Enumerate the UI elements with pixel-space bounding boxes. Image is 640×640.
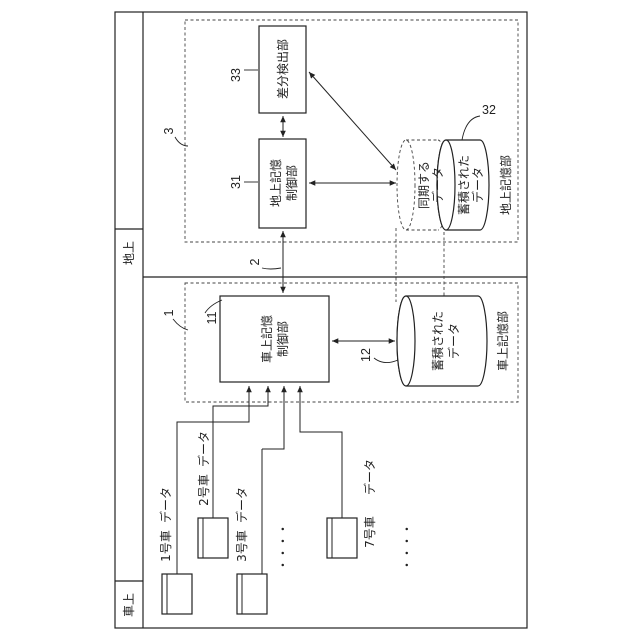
svg-text:33: 33 <box>229 68 243 82</box>
svg-text:・・・・: ・・・・ <box>276 523 290 571</box>
ground-storage-controller-label-line2: 制御部 <box>284 165 299 201</box>
svg-text:2: 2 <box>248 258 262 265</box>
ground-sync-data-label-line1: 同期する <box>417 161 431 209</box>
svg-text:・・・・: ・・・・ <box>400 523 414 571</box>
ground-sync-data-label-line2: データ <box>430 167 445 203</box>
svg-text:地上記憶: 地上記憶 <box>268 159 283 207</box>
onboard-stored-data-label-line2: データ <box>446 323 461 359</box>
svg-text:7号車: 7号車 <box>363 516 377 548</box>
svg-text:1: 1 <box>162 309 176 316</box>
onboard-stored-data-label-line1: 蓄積された <box>430 311 445 371</box>
svg-text:12: 12 <box>359 348 373 362</box>
svg-text:データ: データ <box>362 459 377 495</box>
svg-text:車上: 車上 <box>122 593 136 617</box>
onboard-storage-ref: 12 <box>359 348 373 362</box>
onboard-storage-leader <box>374 358 398 363</box>
svg-text:地上記憶部: 地上記憶部 <box>498 155 513 215</box>
svg-text:車上記憶: 車上記憶 <box>259 315 274 363</box>
svg-text:同期する: 同期する <box>417 161 431 209</box>
svg-text:データ: データ <box>234 487 249 523</box>
svg-text:3: 3 <box>162 127 176 134</box>
svg-text:データ: データ <box>446 323 461 359</box>
onboard-storage-controller-ref: 11 <box>205 311 219 324</box>
car-7-data-label: データ <box>362 459 377 495</box>
svg-text:データ: データ <box>470 167 485 203</box>
diff-detector-label: 差分検出部 <box>275 39 290 99</box>
ground-storage-controller-ref: 31 <box>229 175 243 189</box>
car-1-label: 1号車 <box>159 530 173 562</box>
onboard-storage-label: 車上記憶部 <box>495 311 510 371</box>
svg-text:車上記憶部: 車上記憶部 <box>495 311 510 371</box>
svg-text:11: 11 <box>205 311 219 324</box>
car-3-label: 3号車 <box>235 530 249 562</box>
svg-text:データ: データ <box>430 167 445 203</box>
svg-text:データ: データ <box>158 487 173 523</box>
ground-region-ref: 3 <box>162 127 176 134</box>
onboard-storage-controller-box <box>220 296 329 382</box>
svg-text:2号車: 2号車 <box>197 474 211 506</box>
onboard-region-ref: 1 <box>162 309 176 316</box>
car-2-label: 2号車 <box>197 474 211 506</box>
ground-region-leader <box>175 137 188 146</box>
svg-text:制御部: 制御部 <box>284 165 299 201</box>
ground-stored-data-label-line2: データ <box>470 167 485 203</box>
svg-text:制御部: 制御部 <box>275 321 290 357</box>
car-3-data-label: データ <box>234 487 249 523</box>
car-2-data-label: データ <box>196 431 211 467</box>
cars-ellipsis-right: ・・・・ <box>400 523 414 571</box>
onboard-section-label: 車上 <box>122 593 136 617</box>
onboard-storage-controller-label-line2: 制御部 <box>275 321 290 357</box>
svg-text:データ: データ <box>196 431 211 467</box>
ground-stored-data-label-line1: 蓄積された <box>456 155 471 215</box>
link-leader <box>262 268 281 269</box>
svg-text:差分検出部: 差分検出部 <box>275 39 290 99</box>
svg-text:蓄積された: 蓄積された <box>456 155 471 215</box>
ground-storage-label: 地上記憶部 <box>498 155 513 215</box>
ground-storage-ref: 32 <box>482 103 496 117</box>
svg-text:1号車: 1号車 <box>159 530 173 562</box>
ground-storage-leader <box>462 116 480 140</box>
arrow-car-7 <box>300 386 342 518</box>
car-1-data-label: データ <box>158 487 173 523</box>
diff-detector-ref: 33 <box>229 68 243 82</box>
svg-text:31: 31 <box>229 175 243 189</box>
onboard-storage-controller-label-line1: 車上記憶 <box>259 315 274 363</box>
onboard-region-leader <box>173 319 188 330</box>
svg-text:蓄積された: 蓄積された <box>430 311 445 371</box>
svg-text:地上: 地上 <box>122 241 136 265</box>
arrow-car-3 <box>262 386 284 449</box>
ground-section-label: 地上 <box>122 241 136 265</box>
ground-storage-controller-label-line1: 地上記憶 <box>268 159 283 207</box>
car-7-label: 7号車 <box>363 516 377 548</box>
svg-text:3号車: 3号車 <box>235 530 249 562</box>
cars-ellipsis-left: ・・・・ <box>276 523 290 571</box>
arrow-detector-storage <box>309 72 396 170</box>
link-ref: 2 <box>248 258 262 265</box>
